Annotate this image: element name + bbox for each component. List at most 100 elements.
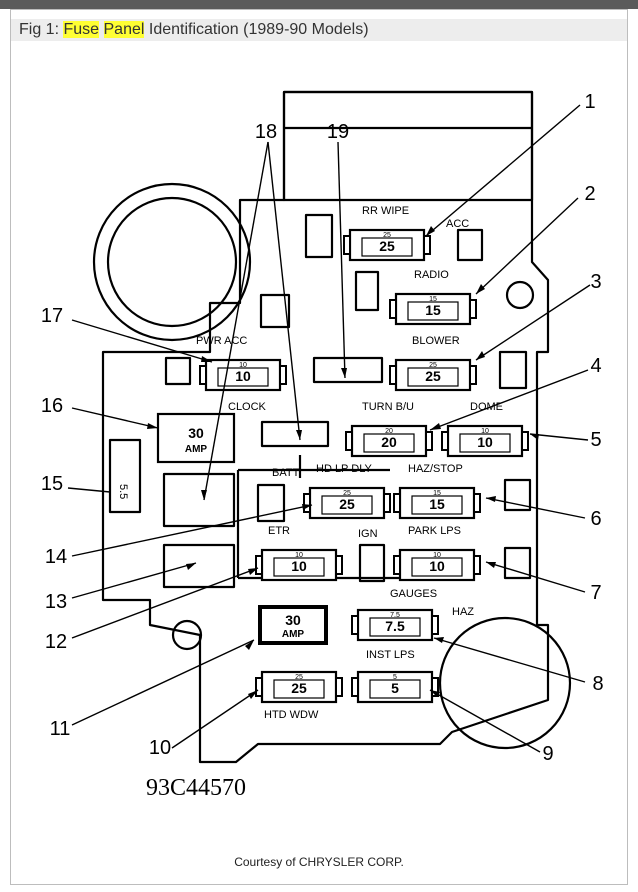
caption-highlight-fuse: Fuse	[63, 21, 100, 38]
fuse-label: GAUGES	[390, 588, 437, 600]
fuse-terminal	[255, 555, 263, 575]
fuse-terminal	[199, 365, 207, 385]
fuse-rating-small: 10	[295, 552, 303, 559]
callout-18: 18	[255, 121, 277, 143]
figure-caption: Fig 1: Fuse Panel Identification (1989-9…	[19, 21, 369, 39]
fuse-label: BLOWER	[412, 335, 460, 347]
blank-fuse-1	[312, 356, 384, 384]
caption-suffix: Identification (1989-90 Models)	[144, 21, 369, 38]
fuse-label: HTD WDW	[264, 709, 319, 721]
fuse-window	[217, 367, 269, 387]
clock-label: CLOCK	[228, 401, 267, 413]
fuse-window	[407, 301, 459, 321]
fuse-terminal	[431, 615, 439, 635]
fuse-rating: 15	[429, 496, 445, 512]
part-number: 93C44570	[146, 775, 247, 801]
fuse-rating: 25	[291, 680, 307, 696]
fuse-rating-small: 25	[295, 674, 303, 681]
panel-outline	[101, 90, 550, 764]
fuse-terminal	[345, 431, 353, 451]
relay-box-side	[498, 350, 528, 390]
callout-16: 16	[41, 395, 63, 417]
fuse-terminal	[469, 365, 477, 385]
fuse-terminal	[335, 677, 343, 697]
blank-fuse-2	[260, 420, 330, 448]
fuse-rating: 10	[291, 558, 307, 574]
fuse-window	[407, 367, 459, 387]
fuse-window	[411, 495, 463, 515]
fuse-window	[273, 679, 325, 699]
fuse-label: HAZ/STOP	[408, 463, 463, 475]
callout-14: 14	[45, 546, 67, 568]
fuse-rating-small: 25	[343, 490, 351, 497]
small-circle-lower	[171, 619, 203, 651]
fuse-window	[459, 433, 511, 453]
fuse-rating-small: 25	[383, 232, 391, 239]
fuse-terminal	[351, 615, 359, 635]
fuse-terminal	[431, 677, 439, 697]
fuse-label: PARK LPS	[408, 525, 461, 537]
callout-13: 13	[45, 591, 67, 613]
fuse-terminal	[521, 431, 529, 451]
leader-lines	[67, 104, 591, 753]
fuse-rating: 5	[391, 680, 399, 696]
fuse-rating-small: 15	[433, 490, 441, 497]
fuse-rating: 10	[235, 368, 251, 384]
fuse-label: TURN B/U	[362, 401, 414, 413]
fuse-terminal	[343, 235, 351, 255]
fuse-window	[361, 237, 413, 257]
fuse-window	[411, 557, 463, 577]
fuse-terminal	[255, 677, 263, 697]
fuse-label: PWR ACC	[196, 335, 247, 347]
fuse-rating-small: 5	[393, 674, 397, 681]
fuse-terminal	[383, 493, 391, 513]
acc-label: ACC	[446, 218, 469, 230]
fuse-terminal	[389, 299, 397, 319]
relay-box-1	[304, 213, 334, 259]
fuse-terminal	[279, 365, 287, 385]
relay-box-2	[259, 293, 291, 329]
fuse-rating: 20	[381, 434, 397, 450]
fuse-rating-small: 15	[429, 296, 437, 303]
fuse-terminal	[389, 365, 397, 385]
fuse-rating: 25	[339, 496, 355, 512]
lower-breaker-unit: AMP	[282, 629, 305, 640]
callout-3: 3	[590, 271, 601, 293]
fuse-rating-small: 10	[481, 428, 489, 435]
ign-label: IGN	[358, 528, 378, 540]
callout-10: 10	[149, 737, 171, 759]
fuse-window	[321, 495, 373, 515]
window-top-bar	[0, 0, 638, 9]
fuse-label: RADIO	[414, 269, 449, 281]
fuse-terminal	[423, 235, 431, 255]
fuse-label: ETR	[268, 525, 290, 537]
clock-breaker-unit: AMP	[185, 444, 208, 455]
fuse-rating: 10	[477, 434, 493, 450]
clock-breaker-value: 30	[188, 425, 204, 441]
fuse-window	[363, 433, 415, 453]
callout-15: 15	[41, 473, 63, 495]
callout-12: 12	[45, 631, 67, 653]
fuse-terminal	[473, 555, 481, 575]
callout-numbers: 1 2 3 4 5 6 7 8 9 10 11 12 13 14 15 16 1…	[41, 91, 604, 765]
relay-box-4	[256, 483, 286, 523]
fuse-rating: 25	[379, 238, 395, 254]
fuse-terminal	[393, 555, 401, 575]
relay-box-side3	[503, 546, 532, 580]
callout-17: 17	[41, 305, 63, 327]
fuse-terminal	[351, 677, 359, 697]
fuse-terminal	[335, 555, 343, 575]
fuse-rating-small: 20	[385, 428, 393, 435]
callout-2: 2	[584, 183, 595, 205]
fuse-terminal	[441, 431, 449, 451]
batt-label: BATT	[272, 467, 300, 479]
